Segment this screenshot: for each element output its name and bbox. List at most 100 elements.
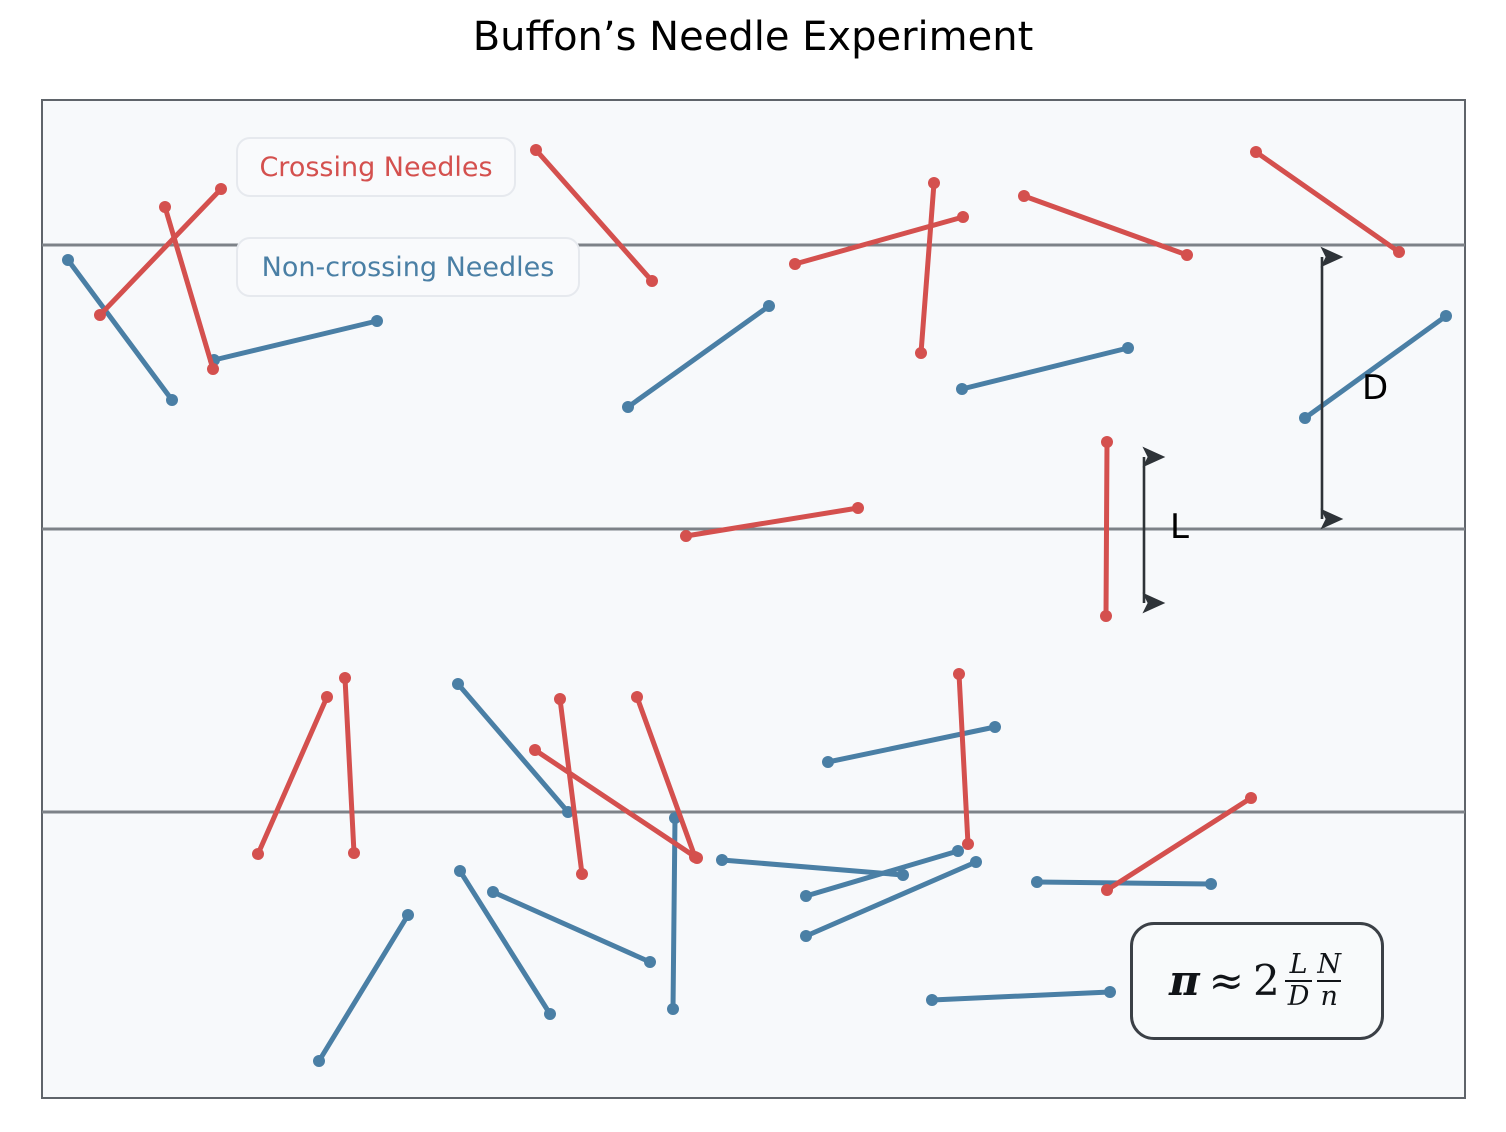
needle-non-crossing-2 xyxy=(625,303,772,410)
fraction-numerator-N: N xyxy=(1317,948,1341,980)
needle-crossing-14 xyxy=(956,671,971,847)
needle-crossing-14-endpoint-b xyxy=(962,838,974,850)
needle-non-crossing-8-endpoint-a xyxy=(487,886,499,898)
needle-non-crossing-1 xyxy=(211,318,380,363)
needle-non-crossing-9-endpoint-a xyxy=(402,909,414,921)
fraction-numerator-L: L xyxy=(1289,948,1308,980)
needle-non-crossing-10-endpoint-b xyxy=(667,1003,679,1015)
needle-crossing-3-endpoint-a xyxy=(789,258,801,270)
needle-non-crossing-13-endpoint-a xyxy=(800,930,812,942)
needle-non-crossing-5-endpoint-a xyxy=(452,678,464,690)
needle-non-crossing-8-endpoint-b xyxy=(644,956,656,968)
needle-crossing-2-endpoint-b xyxy=(646,275,658,287)
needle-crossing-5 xyxy=(1021,193,1190,258)
needle-crossing-10-endpoint-a xyxy=(339,672,351,684)
needle-crossing-4-endpoint-a xyxy=(928,177,940,189)
fraction-denominator-n: n xyxy=(1317,980,1341,1011)
needle-crossing-13 xyxy=(634,694,698,860)
formula-coefficient: 2 xyxy=(1252,956,1280,1005)
needle-non-crossing-8 xyxy=(490,889,653,965)
needle-crossing-6 xyxy=(1253,149,1402,255)
needle-crossing-8 xyxy=(1103,439,1110,619)
needle-non-crossing-7-endpoint-a xyxy=(454,865,466,877)
needle-non-crossing-6-endpoint-b xyxy=(989,721,1001,733)
needle-non-crossing-0-endpoint-b xyxy=(166,394,178,406)
needle-crossing-2 xyxy=(533,147,655,284)
needle-non-crossing-12-endpoint-a xyxy=(800,890,812,902)
needle-crossing-4 xyxy=(918,180,937,356)
needle-crossing-9 xyxy=(255,694,330,857)
needle-non-crossing-4-endpoint-a xyxy=(1299,412,1311,424)
needle-non-crossing-5-endpoint-b xyxy=(562,806,574,818)
needle-non-crossing-5 xyxy=(455,681,571,815)
needle-crossing-11-endpoint-a xyxy=(554,693,566,705)
legend-item-crossing: Crossing Needles xyxy=(236,137,516,197)
needle-crossing-13-endpoint-a xyxy=(631,691,643,703)
needle-non-crossing-2-endpoint-b xyxy=(763,300,775,312)
dimension-label-L: L xyxy=(1170,507,1189,547)
needle-crossing-10-endpoint-b xyxy=(348,847,360,859)
needle-crossing-0 xyxy=(162,204,216,372)
needle-non-crossing-4-endpoint-b xyxy=(1440,310,1452,322)
needle-non-crossing-1-endpoint-b xyxy=(371,315,383,327)
page-title: Buffon’s Needle Experiment xyxy=(472,14,1034,60)
needle-non-crossing-3 xyxy=(959,345,1131,392)
needle-non-crossing-14-endpoint-a xyxy=(1031,876,1043,888)
legend-label-non-crossing: Non-crossing Needles xyxy=(261,251,555,283)
needle-non-crossing-12-endpoint-b xyxy=(952,845,964,857)
needle-crossing-5-endpoint-a xyxy=(1018,190,1030,202)
formula-box: π ≈ 2 L D N n xyxy=(1130,922,1384,1040)
needle-non-crossing-6 xyxy=(825,724,998,765)
needle-non-crossing-6-endpoint-a xyxy=(822,756,834,768)
needle-crossing-13-endpoint-b xyxy=(689,851,701,863)
needle-crossing-0-endpoint-b xyxy=(207,363,219,375)
needle-crossing-8-endpoint-a xyxy=(1101,436,1113,448)
dimension-label-D: D xyxy=(1362,368,1389,408)
needle-crossing-5-endpoint-b xyxy=(1181,249,1193,261)
needle-crossing-10 xyxy=(342,675,357,856)
fraction-N-over-n: N n xyxy=(1314,948,1344,1012)
needle-non-crossing-3-endpoint-b xyxy=(1122,342,1134,354)
pi-symbol: π xyxy=(1169,956,1200,1005)
needle-non-crossing-13 xyxy=(803,859,979,939)
needle-crossing-12 xyxy=(532,747,700,861)
needle-non-crossing-10 xyxy=(670,815,678,1012)
needle-non-crossing-14 xyxy=(1034,879,1214,887)
needle-crossing-4-endpoint-b xyxy=(915,347,927,359)
non-crossing-needle-group xyxy=(62,254,1452,1067)
needle-non-crossing-2-endpoint-a xyxy=(622,401,634,413)
needle-crossing-15-endpoint-a xyxy=(1101,884,1113,896)
needle-non-crossing-14-endpoint-b xyxy=(1205,878,1217,890)
needle-non-crossing-15-endpoint-b xyxy=(1104,986,1116,998)
needle-non-crossing-12 xyxy=(803,848,961,899)
pi-estimate-formula: π ≈ 2 L D N n xyxy=(1169,948,1345,1012)
fraction-denominator-D: D xyxy=(1284,980,1313,1011)
needle-non-crossing-9 xyxy=(316,912,411,1064)
needle-non-crossing-11-endpoint-a xyxy=(716,854,728,866)
needle-crossing-1-endpoint-a xyxy=(94,309,106,321)
needle-crossing-14-endpoint-a xyxy=(953,668,965,680)
fraction-L-over-D: L D xyxy=(1284,948,1313,1012)
dimension-arrow-group xyxy=(1142,246,1344,614)
needle-crossing-6-endpoint-a xyxy=(1250,146,1262,158)
needle-crossing-9-endpoint-a xyxy=(252,848,264,860)
needle-non-crossing-13-endpoint-b xyxy=(970,856,982,868)
needle-crossing-12-endpoint-a xyxy=(529,744,541,756)
needle-crossing-8-endpoint-b xyxy=(1100,610,1112,622)
needle-non-crossing-7 xyxy=(457,868,553,1017)
needle-crossing-15-endpoint-b xyxy=(1245,792,1257,804)
needle-crossing-3-endpoint-b xyxy=(957,211,969,223)
needle-crossing-9-endpoint-b xyxy=(321,691,333,703)
needle-crossing-0-endpoint-a xyxy=(159,201,171,213)
needle-non-crossing-0-endpoint-a xyxy=(62,254,74,266)
legend-item-non-crossing: Non-crossing Needles xyxy=(236,237,580,297)
legend-label-crossing: Crossing Needles xyxy=(259,151,493,183)
approx-symbol: ≈ xyxy=(1208,956,1244,1005)
needle-crossing-11-endpoint-b xyxy=(576,868,588,880)
needle-crossing-6-endpoint-b xyxy=(1393,246,1405,258)
needle-non-crossing-15-endpoint-a xyxy=(926,994,938,1006)
needle-non-crossing-11-endpoint-b xyxy=(897,869,909,881)
needle-non-crossing-11 xyxy=(719,857,906,878)
needle-non-crossing-9-endpoint-b xyxy=(313,1055,325,1067)
